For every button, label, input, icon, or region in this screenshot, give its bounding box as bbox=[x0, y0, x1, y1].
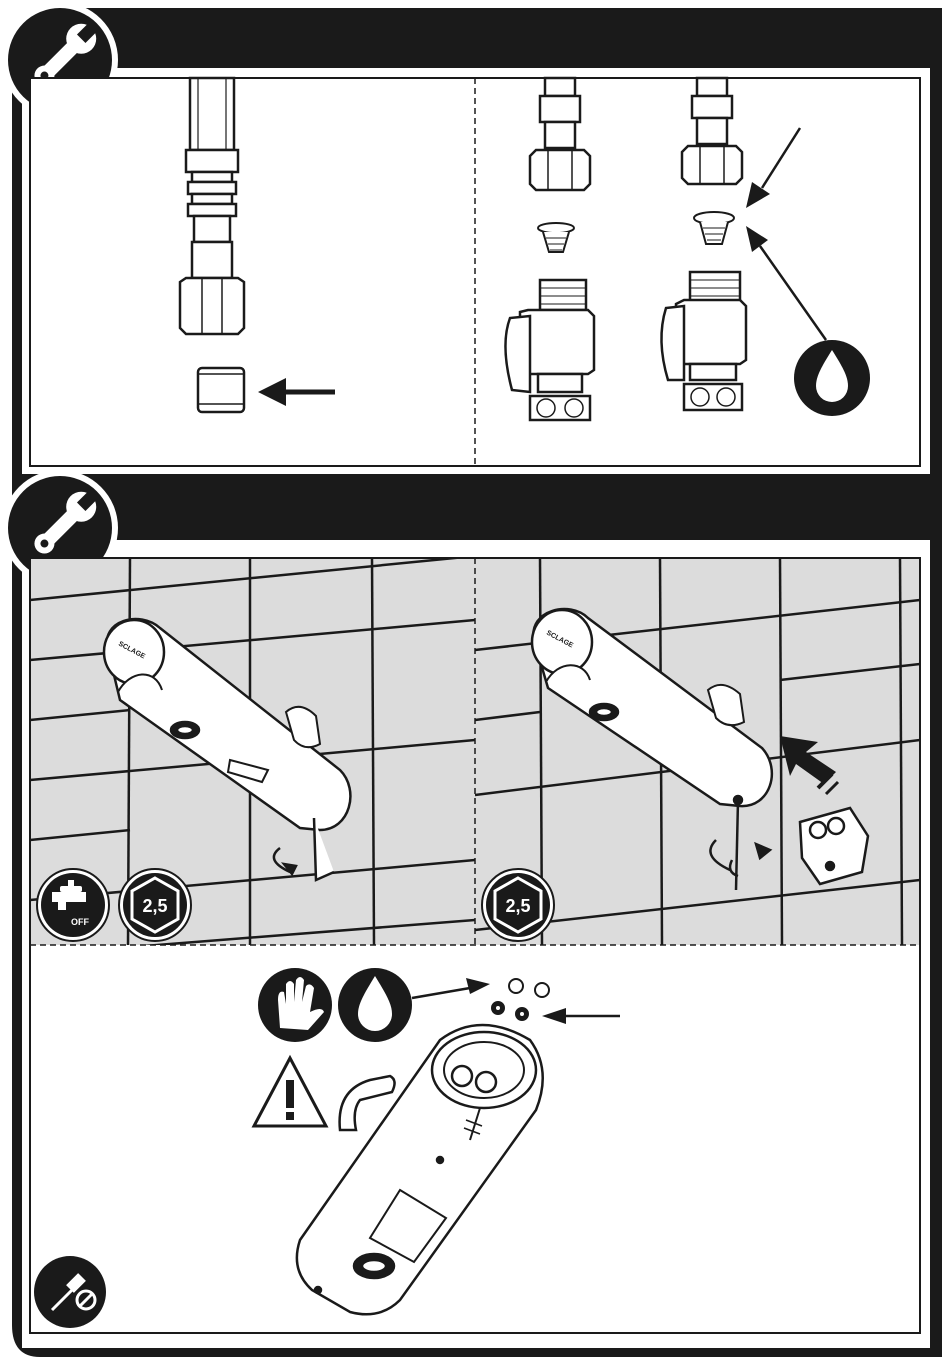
hex-badge-right: 2,5 bbox=[482, 869, 554, 941]
water-drop-badge-bottom bbox=[338, 968, 412, 1042]
seal-ring bbox=[198, 368, 244, 412]
hex-size-label: 2,5 bbox=[142, 896, 167, 916]
section2-header-bar bbox=[60, 480, 942, 540]
water-off-label: OFF bbox=[71, 917, 89, 927]
section1-header-bar bbox=[60, 8, 942, 68]
hex-size-label: 2,5 bbox=[505, 896, 530, 916]
water-drop-badge-top bbox=[794, 340, 870, 416]
hose-assembly bbox=[180, 78, 244, 334]
hex-badge-left: 2,5 bbox=[119, 869, 191, 941]
water-off-badge: OFF bbox=[37, 869, 109, 941]
tools-badge bbox=[34, 1256, 106, 1328]
section1-panel bbox=[30, 78, 920, 466]
clean-hands-badge bbox=[258, 968, 332, 1042]
